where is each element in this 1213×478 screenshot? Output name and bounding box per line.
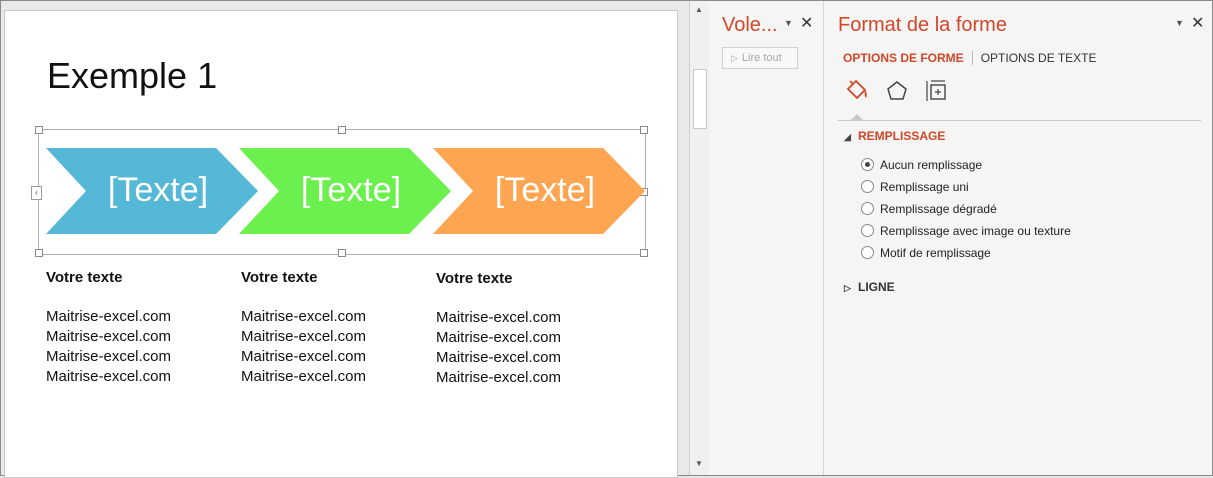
column-line: Maitrise-excel.com [46,348,172,365]
dropdown-arrow-icon[interactable]: ▼ [1175,18,1184,28]
resize-handle-bottom[interactable] [338,249,346,257]
tab-text-options[interactable]: OPTIONS DE TEXTE [971,51,1105,65]
scroll-up-icon[interactable]: ▲ [695,5,703,14]
radio-pattern-fill[interactable]: Motif de remplissage [861,246,991,260]
chevron-1-label: [Texte] [107,171,209,209]
chevron-shape-2[interactable]: [Texte] [239,148,451,234]
option-label: Remplissage avec image ou texture [880,224,1071,238]
tab-shape-options[interactable]: OPTIONS DE FORME [843,51,964,65]
column-line: Maitrise-excel.com [436,349,562,366]
active-category-indicator [850,114,864,121]
column-line: Maitrise-excel.com [436,309,562,326]
section-line-label: LIGNE [858,280,895,294]
format-tabs: OPTIONS DE FORME OPTIONS DE TEXTE [843,51,1105,65]
text-pane-toggle-icon[interactable]: ‹ [31,186,42,200]
smartart-graphic[interactable]: ‹ [Texte] [Texte] [Texte] [31,126,648,257]
column-line: Maitrise-excel.com [46,368,172,385]
option-label: Remplissage dégradé [880,202,997,216]
resize-handle-top-right[interactable] [640,126,648,134]
scroll-down-icon[interactable]: ▼ [695,459,703,468]
close-icon[interactable]: ✕ [1191,15,1205,32]
option-label: Remplissage uni [880,180,969,194]
column-heading: Votre texte [436,270,513,287]
slide-canvas[interactable]: Exemple 1 ‹ [Texte] [Texte] [Texte] [4,10,678,478]
chevron-3-fill [433,148,645,234]
dropdown-arrow-icon[interactable]: ▼ [784,18,793,28]
chevron-2-fill [239,148,451,234]
radio-button-icon [861,158,874,171]
option-label: Aucun remplissage [880,158,983,172]
radio-button-icon [861,180,874,193]
column-heading: Votre texte [241,269,318,286]
section-line-header[interactable]: ▷ LIGNE [844,280,895,294]
radio-button-icon [861,224,874,237]
resize-handle-top[interactable] [338,126,346,134]
column-line: Maitrise-excel.com [241,368,367,385]
scrollbar-thumb[interactable] [693,69,707,129]
column-line: Maitrise-excel.com [436,329,562,346]
chevron-1-fill [46,148,258,234]
resize-handle-bottom-right[interactable] [640,249,648,257]
expand-triangle-icon: ▷ [844,283,851,293]
column-line: Maitrise-excel.com [46,308,172,325]
vertical-scrollbar[interactable]: ▲ ▼ [689,1,710,475]
voice-pane-title: Vole... [722,14,778,36]
column-line: Maitrise-excel.com [46,328,172,345]
read-all-button[interactable]: ▷Lire tout [722,47,798,69]
column-line: Maitrise-excel.com [436,369,562,386]
format-pane-title: Format de la forme [838,14,1007,36]
section-fill-header[interactable]: ◢ REMPLISSAGE [844,129,945,143]
text-column-1[interactable]: Votre texte Maitrise-excel.com Maitrise-… [46,269,236,387]
collapse-triangle-icon: ◢ [844,132,851,142]
column-line: Maitrise-excel.com [241,328,367,345]
play-icon: ▷ [731,53,738,63]
radio-button-icon [861,246,874,259]
chevron-3-label: [Texte] [494,171,596,209]
pentagon-icon[interactable] [884,78,910,104]
radio-picture-texture-fill[interactable]: Remplissage avec image ou texture [861,224,1071,238]
chevron-shape-1[interactable]: [Texte] [46,148,258,234]
slide-title[interactable]: Exemple 1 [47,55,218,96]
slide-editing-area: Exemple 1 ‹ [Texte] [Texte] [Texte] [1,1,689,478]
voice-pane: Vole... ▼ ✕ ▷Lire tout [709,1,824,475]
radio-gradient-fill[interactable]: Remplissage dégradé [861,202,997,216]
column-heading: Votre texte [46,269,123,286]
chevron-shape-3[interactable]: [Texte] [433,148,645,234]
section-fill-label: REMPLISSAGE [858,129,946,143]
resize-handle-bottom-left[interactable] [35,249,43,257]
close-icon[interactable]: ✕ [800,15,814,32]
size-properties-icon[interactable] [924,78,950,104]
option-label: Motif de remplissage [880,246,991,260]
radio-solid-fill[interactable]: Remplissage uni [861,180,969,194]
radio-no-fill[interactable]: Aucun remplissage [861,158,982,172]
column-line: Maitrise-excel.com [241,348,367,365]
resize-handle-top-left[interactable] [35,126,43,134]
paint-bucket-icon[interactable] [844,78,870,104]
column-line: Maitrise-excel.com [241,308,367,325]
radio-button-icon [861,202,874,215]
section-divider [838,120,1201,121]
text-column-3[interactable]: Votre texte Maitrise-excel.com Maitrise-… [436,270,626,388]
read-all-label: Lire tout [741,52,782,64]
chevron-2-label: [Texte] [300,171,402,209]
text-column-2[interactable]: Votre texte Maitrise-excel.com Maitrise-… [241,269,431,387]
